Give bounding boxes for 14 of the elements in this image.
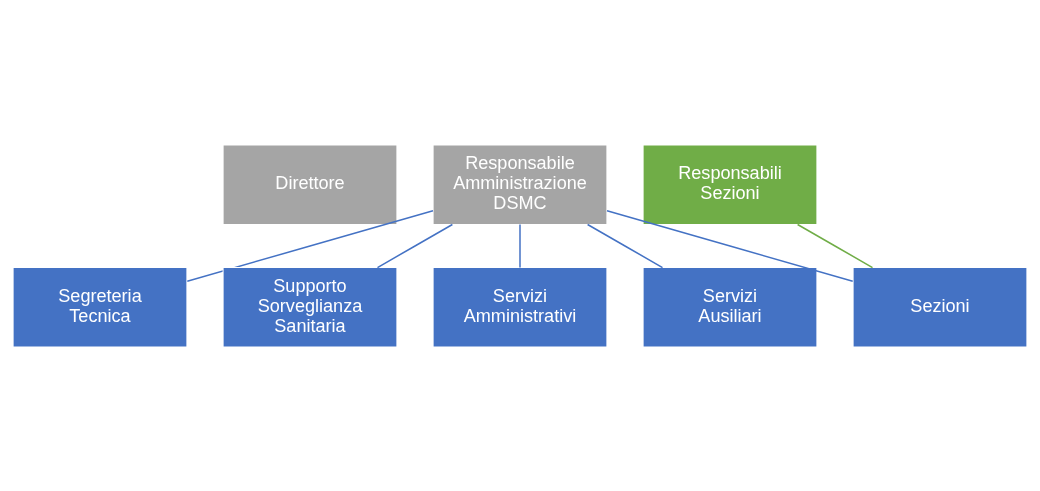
connector (376, 223, 454, 268)
connector (586, 223, 664, 268)
node-box: Responsabili Sezioni (642, 144, 818, 225)
node-box: Servizi Ausiliari (642, 266, 818, 347)
node-box: Segreteria Tecnica (12, 266, 188, 347)
node-box: Supporto Sorveglianza Sanitaria (222, 266, 398, 347)
connector (519, 223, 521, 268)
node-box: Responsabile Amministrazione DSMC (432, 144, 608, 225)
node-box: Sezioni (852, 266, 1028, 347)
connector (606, 209, 854, 282)
connector (186, 209, 434, 282)
connector (796, 223, 874, 268)
node-box: Direttore (222, 144, 398, 225)
node-box: Servizi Amministrativi (432, 266, 608, 347)
